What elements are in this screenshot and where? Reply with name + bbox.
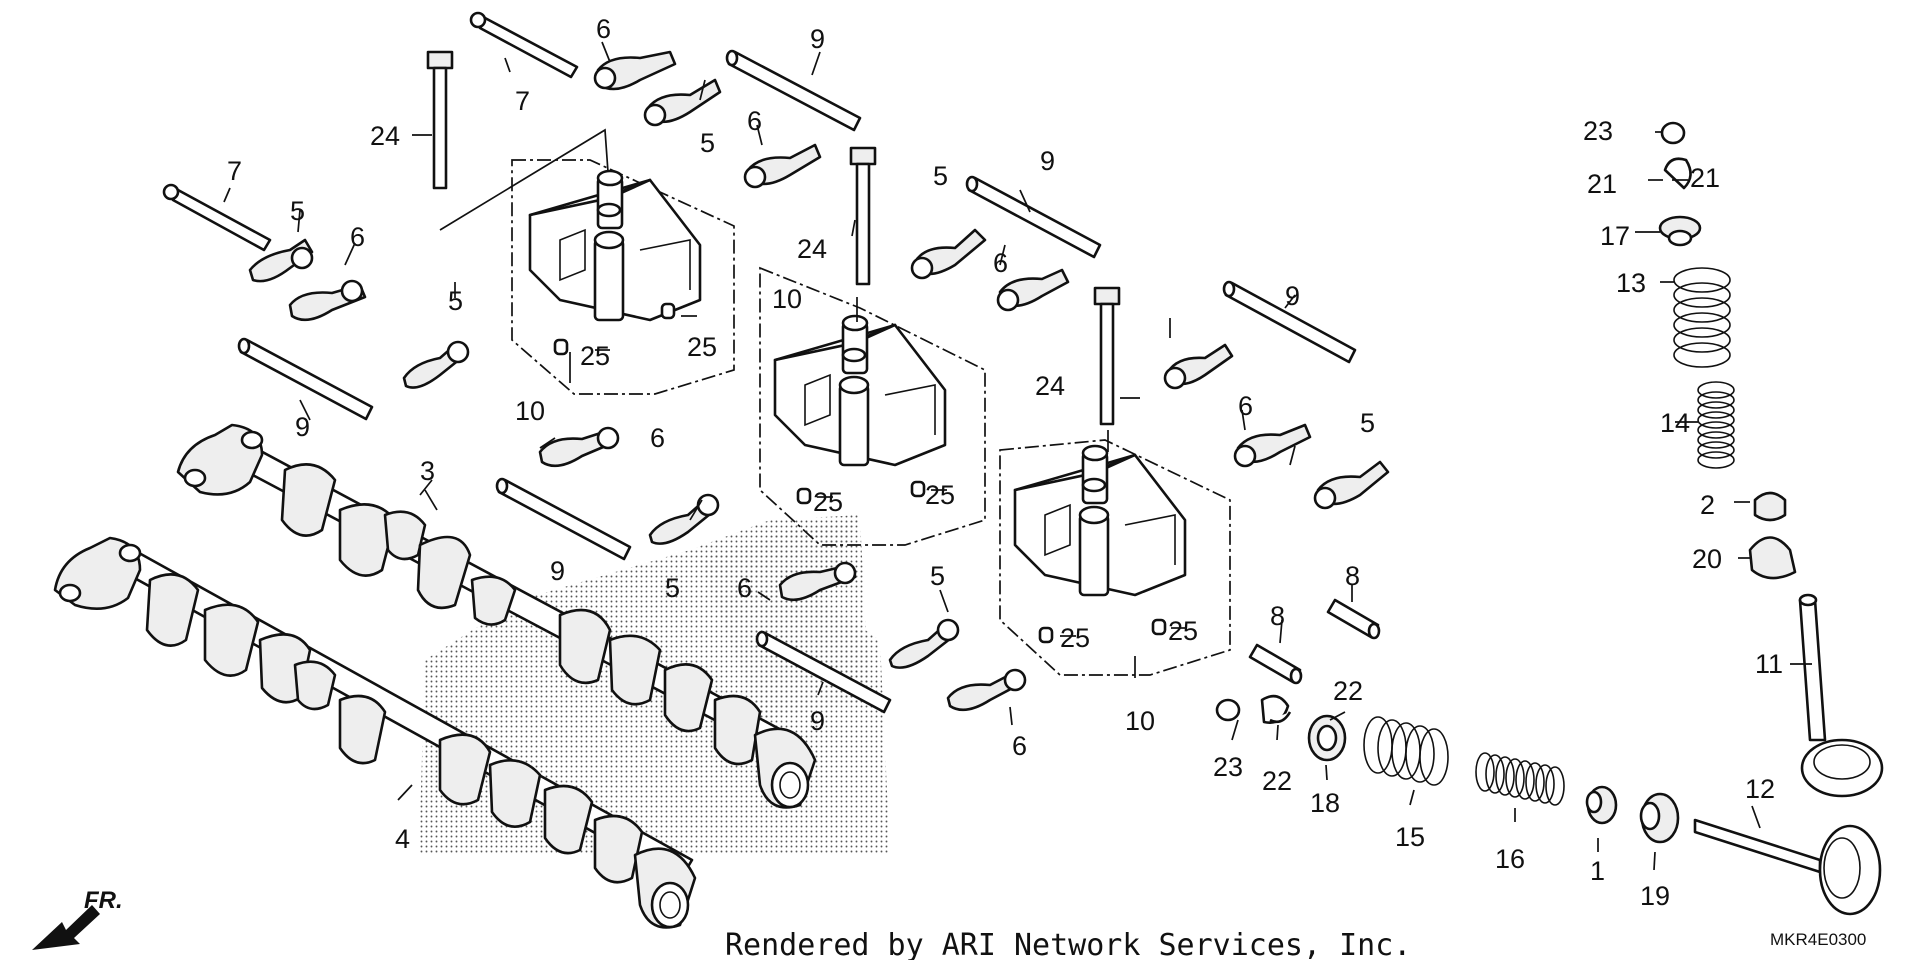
callout-l23a: 23: [1213, 752, 1243, 782]
callout-l5b: 5: [290, 196, 305, 226]
callout-l18: 18: [1310, 788, 1340, 818]
callout-l8a: 8: [1270, 601, 1285, 631]
callout-l9f: 9: [1285, 281, 1300, 311]
callout-l10a: 10: [515, 396, 545, 426]
callout-l15: 15: [1395, 822, 1425, 852]
callout-l6e: 6: [650, 423, 665, 453]
callout-l25f: 25: [1168, 616, 1198, 646]
diagram-code: MKR4E0300: [1770, 930, 1866, 949]
dowel-pins: [1248, 598, 1381, 685]
callout-l9a: 9: [810, 24, 825, 54]
callout-l25c: 25: [813, 487, 843, 517]
callout-l11: 11: [1755, 649, 1783, 679]
callout-l21b: 21: [1690, 163, 1720, 193]
rocker-holders: [511, 159, 1231, 676]
callout-l17: 17: [1600, 221, 1630, 251]
callout-l1: 1: [1590, 856, 1605, 886]
callout-l6d: 6: [993, 248, 1008, 278]
callout-l25d: 25: [925, 480, 955, 510]
front-arrow-icon: FR.: [32, 887, 123, 950]
callout-l21a: 21: [1587, 169, 1617, 199]
leader-lines: [223, 41, 1812, 871]
callout-l24a: 24: [370, 121, 400, 151]
callout-l2: 2: [1700, 490, 1715, 520]
callout-l6f: 6: [737, 573, 752, 603]
callout-l5g: 5: [1360, 408, 1375, 438]
callout-l22b: 22: [1262, 766, 1292, 796]
callout-l5f: 5: [930, 561, 945, 591]
callout-l13: 13: [1616, 268, 1646, 298]
callout-l6h: 6: [1012, 731, 1027, 761]
callout-l6g: 6: [1238, 391, 1253, 421]
callout-l6a: 6: [596, 14, 611, 44]
callout-l6b: 6: [747, 106, 762, 136]
rocker-arms: [248, 50, 1390, 712]
callout-l7a: 7: [515, 86, 530, 116]
callout-l9c: 9: [1040, 146, 1055, 176]
callout-l10b: 10: [772, 284, 802, 314]
render-credit: Rendered by ARI Network Services, Inc.: [725, 928, 1411, 960]
bolts: [426, 50, 1121, 426]
callout-l9e: 9: [810, 706, 825, 736]
callout-l10c: 10: [1125, 706, 1155, 736]
rocker-shafts: [237, 49, 1357, 714]
camshaft-upper: [176, 423, 817, 809]
callout-l25e: 25: [1060, 623, 1090, 653]
valve-assembly-horizontal: [1215, 694, 1882, 916]
callout-l25b: 25: [687, 332, 717, 362]
callout-l7b: 7: [227, 156, 242, 186]
callout-l14: 14: [1660, 408, 1690, 438]
callout-l9b: 9: [295, 412, 310, 442]
valve-assembly-vertical: [1658, 121, 1884, 798]
callout-l5e: 5: [665, 573, 680, 603]
callout-l9d: 9: [550, 556, 565, 586]
callout-l4: 4: [395, 824, 410, 854]
callout-l20: 20: [1692, 544, 1722, 574]
callout-l16: 16: [1495, 844, 1525, 874]
pins: [162, 11, 579, 252]
callout-l5d: 5: [933, 161, 948, 191]
callout-l23b: 23: [1583, 116, 1613, 146]
front-marker-label: FR.: [84, 887, 123, 914]
camshaft-lower: [53, 536, 697, 929]
callout-l22a: 22: [1333, 676, 1363, 706]
callout-l8b: 8: [1345, 561, 1360, 591]
callout-l3: 3: [420, 456, 435, 486]
callout-l25a: 25: [580, 341, 610, 371]
callout-l5a: 5: [700, 128, 715, 158]
callout-l6c: 6: [350, 222, 365, 252]
callout-l19: 19: [1640, 881, 1670, 911]
callout-l5c: 5: [448, 286, 463, 316]
callout-l24c: 24: [1035, 371, 1065, 401]
callout-l12: 12: [1745, 774, 1775, 804]
callout-l24b: 24: [797, 234, 827, 264]
